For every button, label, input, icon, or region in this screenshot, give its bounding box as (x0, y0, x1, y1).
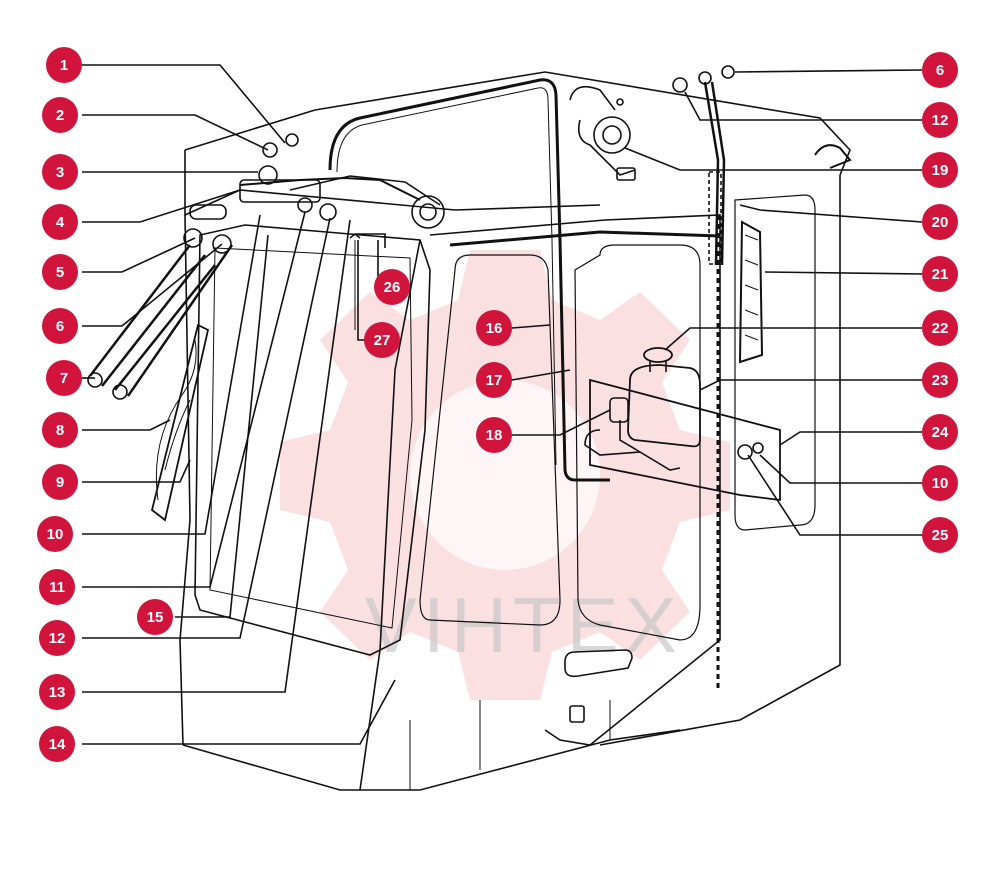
svg-text:27: 27 (374, 332, 391, 349)
svg-text:9: 9 (56, 474, 64, 491)
watermark-text: VIHTEX (365, 581, 683, 669)
windscreen-frame (194, 224, 431, 656)
callout-27[interactable]: 27 (364, 322, 400, 358)
callout-13[interactable]: 13 (39, 674, 75, 710)
leader-lines (82, 64, 923, 745)
svg-text:21: 21 (932, 266, 949, 283)
callout-22[interactable]: 22 (922, 310, 958, 346)
svg-text:26: 26 (384, 279, 401, 296)
callout-23[interactable]: 23 (922, 362, 958, 398)
callout-6-left[interactable]: 6 (42, 308, 78, 344)
callout-16[interactable]: 16 (476, 310, 512, 346)
callout-10-right[interactable]: 10 (922, 465, 958, 501)
callout-25[interactable]: 25 (922, 517, 958, 553)
cab-roof (184, 71, 851, 176)
callout-18[interactable]: 18 (476, 417, 512, 453)
callout-20[interactable]: 20 (922, 204, 958, 240)
roof-hand-rail-inner (336, 87, 557, 466)
callout-17[interactable]: 17 (476, 362, 512, 398)
cab-front-corner (359, 239, 421, 791)
svg-text:7: 7 (60, 370, 68, 387)
callout-10-left[interactable]: 10 (37, 516, 73, 552)
svg-text:4: 4 (56, 214, 65, 231)
callouts-inner: 15 16 17 18 26 27 (137, 269, 512, 635)
svg-text:15: 15 (147, 609, 164, 626)
svg-text:5: 5 (56, 264, 64, 281)
svg-text:6: 6 (936, 62, 944, 79)
callout-24[interactable]: 24 (922, 414, 958, 450)
cab-bottom-edge (182, 729, 681, 791)
washer-reservoir (584, 347, 781, 502)
svg-text:23: 23 (932, 372, 949, 389)
callout-11[interactable]: 11 (39, 569, 75, 605)
svg-text:20: 20 (932, 214, 949, 231)
svg-text:25: 25 (932, 527, 949, 544)
callout-14[interactable]: 14 (39, 726, 75, 762)
watermark: VIHTEX (280, 250, 730, 700)
callout-15[interactable]: 15 (137, 599, 173, 635)
door-handle (564, 649, 633, 723)
callout-12-left[interactable]: 12 (39, 620, 75, 656)
callout-1[interactable]: 1 (46, 47, 82, 83)
callout-2[interactable]: 2 (42, 97, 78, 133)
svg-text:22: 22 (932, 320, 949, 337)
svg-text:13: 13 (49, 684, 66, 701)
door-frame (429, 214, 721, 746)
svg-text:6: 6 (56, 318, 64, 335)
washer-hose (449, 230, 721, 247)
cab-lower-panel (409, 700, 611, 790)
roof-hand-rail (328, 78, 610, 482)
svg-text:19: 19 (932, 162, 949, 179)
side-window (734, 194, 816, 531)
svg-text:10: 10 (47, 526, 64, 543)
front-wiper-blade (150, 323, 210, 522)
svg-text:12: 12 (932, 112, 949, 129)
callout-12-right[interactable]: 12 (922, 102, 958, 138)
callout-4[interactable]: 4 (42, 204, 78, 240)
svg-text:17: 17 (486, 372, 503, 389)
svg-text:2: 2 (56, 107, 64, 124)
callouts-right: 6 12 19 20 21 22 23 24 10 25 (922, 52, 958, 553)
door-window-right (574, 244, 701, 641)
svg-text:3: 3 (56, 164, 64, 181)
door-window-left (419, 254, 561, 626)
front-wiper-motor (189, 133, 445, 330)
callout-19[interactable]: 19 (922, 152, 958, 188)
cab-right-side (599, 175, 841, 746)
callouts-left: 1 2 3 4 5 6 7 8 9 10 11 12 13 14 (37, 47, 82, 762)
side-wiper-blade (738, 220, 764, 364)
svg-text:16: 16 (486, 320, 503, 337)
svg-text:14: 14 (49, 736, 66, 753)
svg-text:12: 12 (49, 630, 66, 647)
callout-21[interactable]: 21 (922, 256, 958, 292)
callout-9[interactable]: 9 (42, 464, 78, 500)
callout-7[interactable]: 7 (46, 360, 82, 396)
callout-3[interactable]: 3 (42, 154, 78, 190)
right-roof-rail (814, 144, 852, 169)
callout-6-right[interactable]: 6 (922, 52, 958, 88)
svg-text:18: 18 (486, 427, 503, 444)
callout-26[interactable]: 26 (374, 269, 410, 305)
callout-8[interactable]: 8 (42, 412, 78, 448)
callout-5[interactable]: 5 (42, 254, 78, 290)
cab-roof-front-edge (184, 150, 601, 217)
svg-text:11: 11 (49, 579, 65, 596)
svg-text:10: 10 (932, 475, 949, 492)
svg-text:8: 8 (56, 422, 64, 439)
rear-wiper-motor (569, 65, 735, 181)
svg-text:24: 24 (932, 424, 949, 441)
watermark-gear-logo (280, 250, 730, 700)
svg-text:1: 1 (60, 57, 68, 74)
rear-wiper-arm (703, 81, 726, 266)
